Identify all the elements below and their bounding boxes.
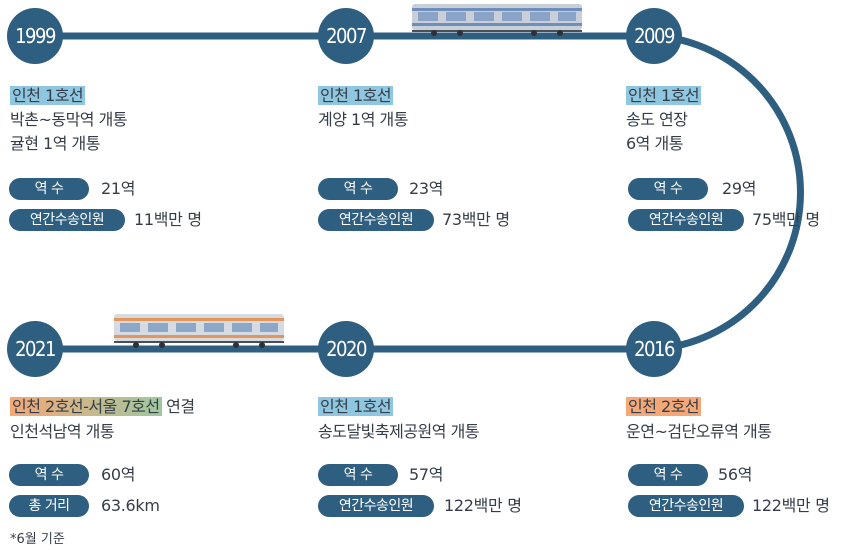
- year-badge-2009: 2009: [626, 8, 682, 64]
- ridership-value: 73백만 명: [442, 210, 510, 229]
- blue-stripe-train-icon: [412, 4, 582, 36]
- ridership-pill: 연간수송인원: [628, 209, 744, 231]
- milestone-desc: 운연~검단오류역 개통: [626, 422, 772, 441]
- milestone-desc: 6역 개통: [626, 134, 683, 153]
- line-label-text: 인천 1호선: [10, 86, 86, 105]
- distance-value: 63.6km: [101, 496, 160, 515]
- line-label-text: 인천 2호선: [626, 397, 702, 416]
- year-badge-2016: 2016: [626, 321, 682, 377]
- milestone-desc: 귤현 1역 개통: [10, 134, 100, 153]
- line-label-text: 인천 1호선: [318, 397, 394, 416]
- stations-pill: 역 수: [9, 464, 89, 486]
- ridership-value: 122백만 명: [444, 496, 522, 515]
- stations-value: 29역: [722, 179, 757, 198]
- stations-pill: 역 수: [318, 178, 398, 200]
- line-label-text: 인천 1호선: [318, 86, 394, 105]
- milestone-desc: 박촌~동막역 개통: [10, 110, 128, 129]
- line-label-suffix: 연결: [166, 397, 195, 416]
- stations-pill: 역 수: [9, 178, 89, 200]
- line-label: 인천 1호선: [10, 84, 86, 108]
- ridership-pill: 연간수송인원: [318, 209, 434, 231]
- ridership-value: 122백만 명: [752, 496, 830, 515]
- stations-value: 60역: [101, 465, 136, 484]
- line-label-text: 인천 2호선-서울 7호선: [10, 397, 162, 416]
- year-badge-1999: 1999: [7, 8, 63, 64]
- ridership-pill: 연간수송인원: [318, 495, 434, 517]
- year-badge-2020: 2020: [318, 321, 374, 377]
- line-label: 인천 1호선: [318, 84, 394, 108]
- footnote: *6월 기준: [10, 532, 65, 547]
- stations-pill: 역 수: [628, 178, 708, 200]
- ridership-value: 11백만 명: [134, 210, 202, 229]
- stations-pill: 역 수: [628, 464, 708, 486]
- ridership-value: 75백만 명: [752, 210, 820, 229]
- milestone-desc: 송도달빛축제공원역 개통: [318, 422, 480, 441]
- milestone-desc: 인천석남역 개통: [10, 422, 115, 441]
- year-badge-2007: 2007: [318, 8, 374, 64]
- stations-value: 23역: [409, 179, 444, 198]
- milestone-desc: 송도 연장: [626, 110, 688, 129]
- line-label: 인천 1호선: [626, 84, 702, 108]
- orange-stripe-train-icon: [114, 314, 284, 348]
- stations-value: 56역: [718, 465, 753, 484]
- line-label: 인천 2호선-서울 7호선 연결: [10, 395, 195, 419]
- stations-pill: 역 수: [318, 464, 398, 486]
- ridership-pill: 연간수송인원: [9, 209, 125, 231]
- stations-value: 21역: [101, 179, 136, 198]
- distance-pill: 총 거리: [9, 495, 89, 517]
- stations-value: 57역: [409, 465, 444, 484]
- year-badge-2021: 2021: [7, 321, 63, 377]
- line-label: 인천 2호선: [626, 395, 702, 419]
- line-label: 인천 1호선: [318, 395, 394, 419]
- milestone-desc: 계양 1역 개통: [318, 110, 408, 129]
- line-label-text: 인천 1호선: [626, 86, 702, 105]
- ridership-pill: 연간수송인원: [628, 495, 744, 517]
